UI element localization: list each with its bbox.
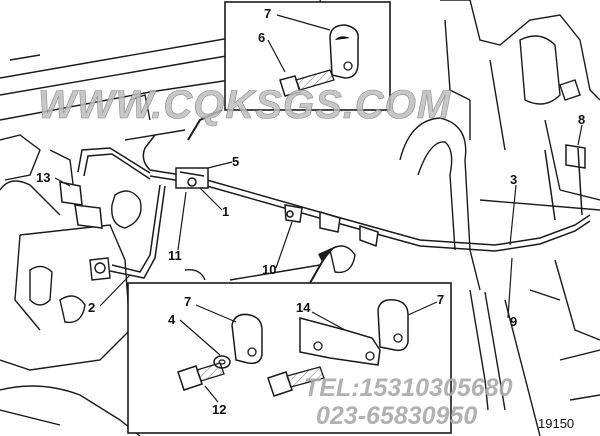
callout-7-bottom-right: 7 — [437, 292, 444, 307]
callout-7-bottom-left: 7 — [184, 294, 191, 309]
callout-13: 13 — [36, 170, 50, 185]
callout-9: 9 — [510, 314, 517, 329]
callout-12: 12 — [212, 402, 226, 417]
callout-3: 3 — [510, 172, 517, 187]
callout-2: 2 — [88, 300, 95, 315]
watermark-site: WWW.CQKSGS.COM — [38, 83, 452, 127]
figure-code: 19150 — [538, 416, 574, 431]
callout-4: 4 — [168, 312, 176, 327]
callout-5: 5 — [232, 154, 239, 169]
fuel-line-assembly — [59, 134, 591, 279]
callout-10: 10 — [262, 262, 276, 277]
callout-7-top: 7 — [264, 6, 271, 21]
watermark-phone-1: TEL:15310305680 — [304, 374, 513, 402]
callout-1: 1 — [222, 204, 229, 219]
watermark-phone-2: 023-65830950 — [316, 402, 477, 430]
inset-detail-top — [187, 1, 391, 141]
callout-labels: 7 6 5 1 11 10 2 13 3 9 8 7 4 14 7 12 — [36, 6, 585, 417]
callout-8: 8 — [578, 112, 585, 127]
callout-6: 6 — [258, 30, 265, 45]
callout-11: 11 — [168, 248, 182, 263]
callout-14: 14 — [296, 300, 311, 315]
inset-detail-bottom — [127, 246, 452, 434]
callout-leaders — [54, 14, 583, 403]
